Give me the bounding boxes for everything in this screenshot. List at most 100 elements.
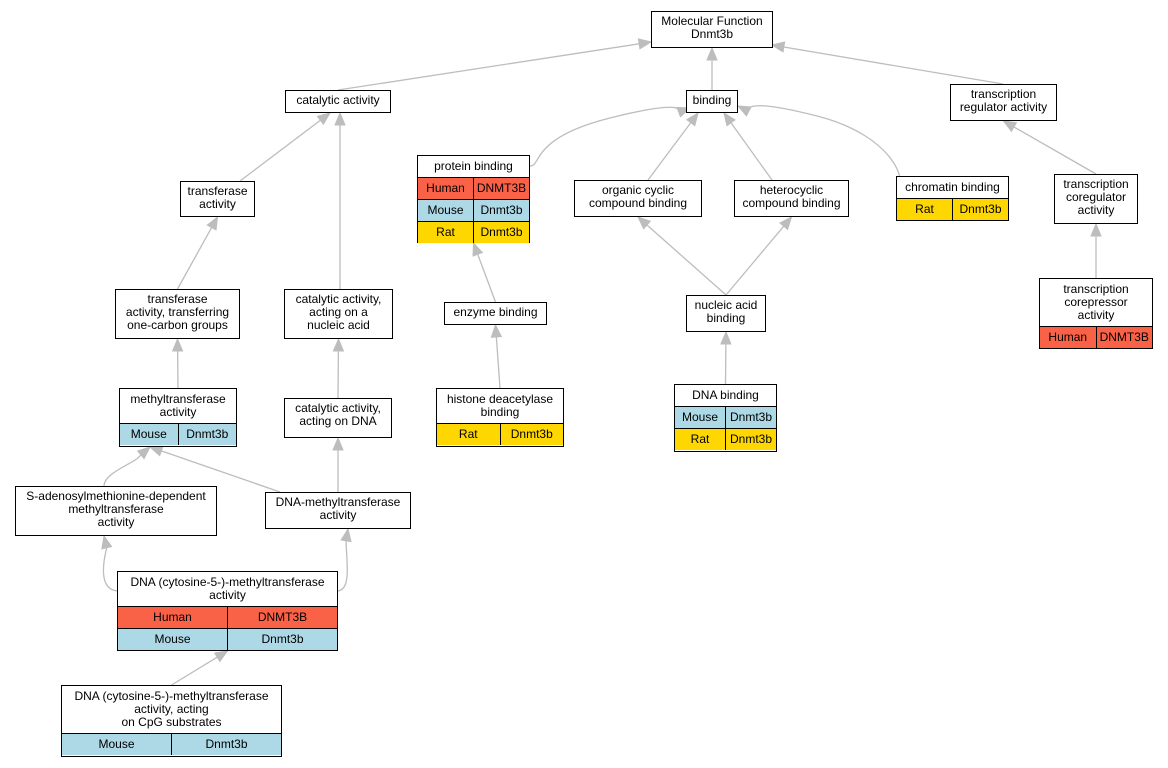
node-catalytic-activity-nucleic-acid[interactable]: catalytic activity, acting on a nucleic … — [284, 289, 393, 339]
node-nucleic-acid-binding[interactable]: nucleic acid binding — [686, 295, 766, 332]
species-cell: Mouse — [120, 424, 178, 445]
edge-arrowhead — [770, 41, 786, 53]
edge-arrowhead — [316, 112, 332, 126]
gene-cell: DNMT3B — [1095, 327, 1152, 348]
node-title: transcription coregulator activity — [1063, 177, 1129, 217]
edge-line — [161, 450, 281, 493]
node-title: chromatin binding — [905, 180, 1000, 194]
node-title: transcription regulator activity — [959, 87, 1048, 114]
node-dna-methyltransferase-activity[interactable]: DNA-methyltransferase activity — [265, 492, 411, 529]
edge-arrowhead — [136, 446, 151, 460]
node-title: nucleic acid binding — [694, 298, 758, 325]
edge-arrowhead — [332, 436, 344, 451]
node-title: transcription corepressor activity — [1063, 282, 1129, 322]
edge-line — [176, 227, 213, 290]
species-cell: Mouse — [118, 629, 227, 650]
node-dna-cytosine-5-methyltransferase-cpg[interactable]: DNA (cytosine-5-)-methyltransferase acti… — [61, 685, 282, 757]
edge-line — [477, 254, 497, 303]
edge-line — [725, 225, 785, 296]
edge-line — [783, 46, 1004, 85]
gene-cell: Dnmt3b — [499, 424, 563, 445]
node-catalytic-activity-dna[interactable]: catalytic activity, acting on DNA — [284, 398, 392, 438]
node-title: DNA (cytosine-5-)-methyltransferase acti… — [130, 575, 325, 602]
edge-line — [102, 547, 118, 592]
node-binding[interactable]: binding — [686, 90, 738, 113]
node-transcription-regulator-activity[interactable]: transcription regulator activity — [950, 84, 1057, 121]
node-title: transferase activity, transferring one-c… — [125, 292, 230, 332]
node-title: catalytic activity — [296, 93, 380, 107]
edge-arrowhead — [1002, 120, 1018, 133]
gene-cell: Dnmt3b — [227, 629, 337, 650]
node-transferase-one-carbon[interactable]: transferase activity, transferring one-c… — [115, 289, 240, 339]
node-title: enzyme binding — [453, 305, 538, 319]
node-molecular-function[interactable]: Molecular Function Dnmt3b — [651, 11, 773, 48]
node-dna-cytosine-5-methyltransferase[interactable]: DNA (cytosine-5-)-methyltransferase acti… — [117, 571, 338, 651]
edge-arrowhead — [340, 527, 352, 543]
edge-line — [730, 122, 773, 181]
gene-cell: Dnmt3b — [177, 424, 236, 445]
species-cell: Mouse — [418, 200, 473, 221]
edge-line — [171, 656, 218, 686]
gene-cell: Dnmt3b — [473, 222, 529, 243]
edge-line — [495, 336, 501, 389]
edge-arrowhead — [472, 241, 484, 257]
node-organic-cyclic-compound-binding[interactable]: organic cyclic compound binding — [574, 180, 702, 217]
node-title: DNA binding — [692, 388, 759, 402]
node-title: DNA-methyltransferase activity — [275, 495, 401, 522]
edge-arrowhead — [332, 337, 345, 352]
species-cell: Rat — [675, 429, 725, 450]
node-title: transferase activity — [187, 184, 248, 211]
gene-cell: Dnmt3b — [725, 407, 776, 428]
gene-cell: Dnmt3b — [171, 734, 281, 755]
edge-arrowhead — [736, 105, 752, 117]
node-heterocyclic-compound-binding[interactable]: heterocyclic compound binding — [734, 180, 849, 217]
species-cell: Human — [418, 178, 473, 199]
edge-line — [646, 224, 727, 296]
gene-cell: DNMT3B — [227, 607, 337, 628]
edge-line — [647, 122, 692, 181]
species-cell: Mouse — [62, 734, 171, 755]
node-enzyme-binding[interactable]: enzyme binding — [444, 302, 547, 325]
edge-line — [747, 105, 901, 187]
node-catalytic-activity[interactable]: catalytic activity — [285, 90, 391, 113]
gene-cell: Dnmt3b — [725, 429, 776, 450]
node-sam-methyltransferase-activity[interactable]: S-adenosylmethionine-dependent methyltra… — [15, 486, 217, 536]
node-title: binding — [692, 93, 732, 107]
species-cell: Rat — [418, 222, 473, 243]
edge-arrowhead — [706, 46, 718, 61]
edge-line — [1013, 126, 1097, 175]
edge-arrowhead — [148, 445, 164, 457]
node-title: S-adenosylmethionine-dependent methyltra… — [26, 489, 206, 529]
edge-arrowhead — [334, 111, 346, 126]
edge-arrowhead — [723, 111, 736, 127]
node-transferase-activity[interactable]: transferase activity — [180, 181, 255, 217]
species-cell: Rat — [437, 424, 500, 445]
node-transcription-coregulator-activity[interactable]: transcription coregulator activity — [1054, 174, 1138, 224]
gene-cell: Dnmt3b — [473, 200, 529, 221]
node-title: heterocyclic compound binding — [742, 183, 841, 210]
edge-arrowhead — [637, 38, 653, 50]
node-title: protein binding — [434, 159, 513, 173]
node-title: catalytic activity, acting on a nucleic … — [295, 292, 382, 332]
edge-arrowhead — [171, 337, 184, 352]
edge-arrowhead — [490, 323, 503, 338]
edge-arrowhead — [637, 216, 652, 230]
edge-line — [239, 119, 321, 182]
edge-line — [337, 43, 640, 91]
edge-line — [529, 106, 680, 167]
